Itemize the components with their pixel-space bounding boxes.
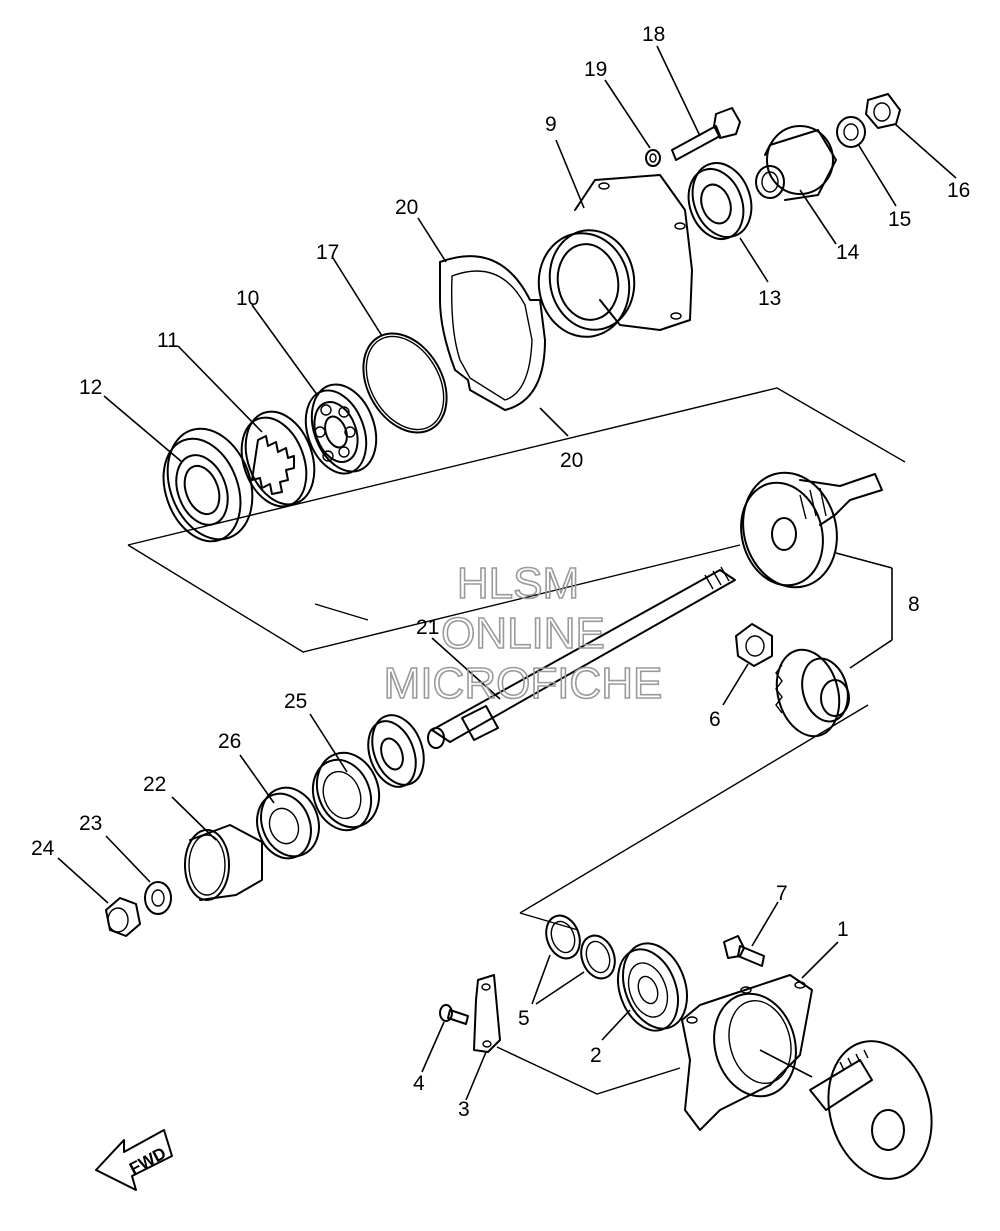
gear-assembly[interactable]	[809, 1029, 946, 1190]
callout-19[interactable]: 19	[584, 58, 607, 81]
part-13-oil-seal[interactable]	[679, 155, 761, 247]
part-1-housing-plate[interactable]	[681, 974, 813, 1131]
part-22-coupling[interactable]	[184, 824, 263, 901]
callout-18[interactable]: 18	[642, 23, 665, 46]
callout-13[interactable]: 13	[758, 287, 781, 310]
part-5-shim[interactable]	[540, 911, 620, 983]
part-16-nut[interactable]	[865, 93, 901, 129]
callout-22[interactable]: 22	[143, 773, 166, 796]
callout-labels: 1 2 3 4 5 6 7 8 9 10 11 12 13 14 15 16 1…	[31, 23, 970, 1121]
callout-10[interactable]: 10	[236, 287, 259, 310]
watermark-line3: MICROFICHE	[384, 659, 663, 708]
callout-16[interactable]: 16	[947, 179, 970, 202]
watermark: HLSM ONLINE MICROFICHE	[383, 558, 663, 709]
callout-25[interactable]: 25	[284, 690, 307, 713]
part-7-bolt[interactable]	[723, 935, 765, 967]
part-2-ball-bearing[interactable]	[607, 934, 698, 1039]
part-6-nut[interactable]	[735, 623, 773, 667]
part-15-washer[interactable]	[836, 116, 866, 148]
callout-15[interactable]: 15	[888, 208, 911, 231]
callout-23[interactable]: 23	[79, 812, 102, 835]
part-12-bearing[interactable]	[150, 417, 267, 552]
callout-4[interactable]: 4	[413, 1072, 425, 1095]
part-14-coupling[interactable]	[755, 125, 837, 201]
fwd-label: FWD	[126, 1144, 169, 1179]
part-8-bevel-gear-lower[interactable]	[768, 643, 855, 744]
part-11-spline-collar[interactable]	[230, 402, 326, 516]
callout-3[interactable]: 3	[458, 1098, 470, 1121]
assembly-reference-lines	[127, 387, 906, 1095]
callout-6[interactable]: 6	[709, 708, 721, 731]
callout-14[interactable]: 14	[836, 241, 860, 264]
part-25-bearing[interactable]	[360, 708, 433, 794]
fwd-arrow-icon: FWD	[95, 1129, 173, 1191]
part-24-nut[interactable]	[105, 897, 141, 937]
callout-7[interactable]: 7	[776, 882, 788, 905]
leader-lines	[57, 45, 957, 1101]
callout-20-upper[interactable]: 20	[395, 196, 418, 219]
part-19-washer[interactable]	[645, 149, 661, 167]
watermark-line1: HLSM	[457, 559, 579, 608]
part-26-oil-seal[interactable]	[248, 780, 328, 866]
part-23-washer[interactable]	[144, 881, 172, 915]
part-20-gasket[interactable]	[439, 255, 546, 411]
part-21-drive-shaft[interactable]	[427, 566, 736, 749]
part-18-bolt[interactable]	[671, 107, 741, 161]
callout-8[interactable]: 8	[908, 593, 920, 616]
callout-11[interactable]: 11	[157, 329, 179, 352]
part-8-bevel-gear-upper[interactable]	[730, 462, 883, 598]
callout-1[interactable]: 1	[837, 918, 849, 941]
callout-9[interactable]: 9	[545, 113, 557, 136]
callout-12[interactable]: 12	[79, 376, 102, 399]
callout-17[interactable]: 17	[316, 241, 339, 264]
part-17-o-ring[interactable]	[346, 319, 463, 448]
callout-26[interactable]: 26	[218, 730, 241, 753]
callout-24[interactable]: 24	[31, 837, 55, 860]
callout-5[interactable]: 5	[518, 1007, 530, 1030]
part-10-ball-bearing[interactable]	[295, 375, 388, 482]
watermark-line2: ONLINE	[441, 609, 605, 658]
part-4-screw[interactable]	[439, 1004, 469, 1025]
part-3-bracket[interactable]	[473, 974, 501, 1053]
callout-20-lower[interactable]: 20	[560, 449, 583, 472]
callout-2[interactable]: 2	[590, 1044, 602, 1067]
part-9-housing[interactable]	[531, 174, 693, 344]
callout-21[interactable]: 21	[416, 616, 439, 639]
